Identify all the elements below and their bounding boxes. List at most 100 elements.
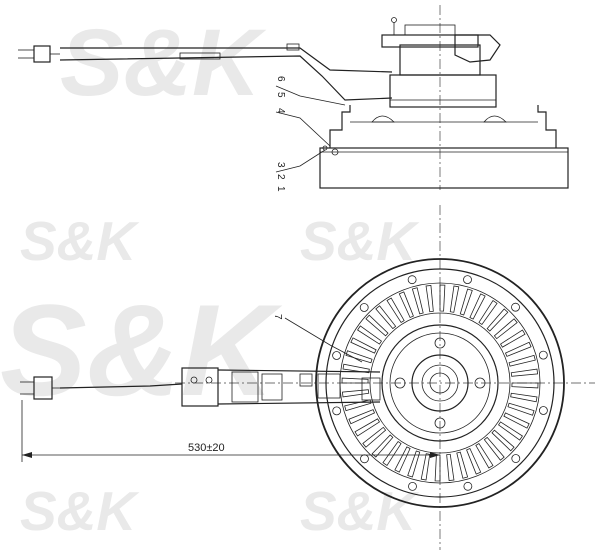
- cooling-fin: [371, 434, 394, 458]
- cooling-fin: [466, 447, 482, 475]
- cooling-fin: [398, 291, 414, 319]
- cooling-fin: [510, 368, 539, 377]
- callout-leader: [275, 111, 331, 147]
- left-seal: [371, 115, 395, 123]
- cooling-fin: [354, 418, 380, 437]
- cooling-fin: [510, 392, 538, 403]
- callout-5: 5: [275, 92, 286, 98]
- outer-bolt: [360, 454, 369, 464]
- cooling-fin: [475, 443, 494, 469]
- bracket-segment: [231, 371, 259, 403]
- vent-screw: [391, 17, 397, 23]
- fin-ring-inner: [369, 312, 511, 454]
- cooling-fin: [497, 421, 524, 441]
- inner-bolt: [474, 377, 486, 389]
- outer-bolt: [463, 275, 472, 284]
- bracket-hole: [190, 376, 198, 384]
- outer-bolt: [538, 350, 548, 360]
- cooling-fin: [342, 363, 370, 374]
- callout-6: 6: [275, 76, 286, 82]
- bolt: [331, 148, 339, 156]
- cooling-fin: [456, 451, 469, 479]
- cable: [59, 383, 183, 389]
- callout-7: 7: [272, 314, 283, 320]
- cooling-fin: [500, 329, 526, 348]
- watermark-logo: S&K: [20, 210, 140, 272]
- callout-1: 1: [275, 186, 286, 192]
- watermark-logo: S&K: [0, 277, 283, 423]
- bracket-arm-top: [60, 47, 393, 73]
- cooling-fin: [478, 299, 498, 326]
- bracket-block: [181, 367, 219, 407]
- outer-bolt: [359, 303, 369, 312]
- cooling-fin: [469, 293, 486, 320]
- cable-connector: [33, 45, 51, 63]
- inner-bolt: [434, 417, 446, 429]
- cooling-fin: [348, 409, 376, 425]
- outer-bolt: [407, 275, 417, 285]
- inner-bolt: [394, 377, 406, 389]
- cooling-fin: [425, 284, 434, 313]
- callout-3: 3: [275, 162, 286, 168]
- outer-bolt: [539, 406, 548, 415]
- cooling-fin: [449, 285, 460, 313]
- callout-4: 4: [275, 108, 286, 114]
- cooling-fin: [434, 454, 441, 482]
- inner-bolts: [394, 337, 486, 429]
- right-seal: [483, 115, 507, 123]
- left-shoulder: [329, 105, 351, 148]
- dimension-arrow-right: [430, 452, 440, 458]
- hub: [399, 44, 481, 76]
- cooling-fin: [362, 426, 387, 448]
- cooling-fin: [503, 412, 530, 429]
- cooling-fin: [420, 453, 431, 481]
- clutch-face-ring: [389, 332, 491, 434]
- cooling-fin: [386, 297, 405, 323]
- outer-bolt: [408, 482, 417, 491]
- cooling-fin: [493, 318, 518, 340]
- cooling-fin: [504, 341, 532, 357]
- side-view: 6 5 4 3 2 1: [18, 17, 569, 192]
- bracket-clip: [299, 373, 313, 387]
- fan-body: [319, 147, 569, 189]
- hub-center: [421, 364, 459, 402]
- right-shoulder: [537, 105, 557, 148]
- fan-outer-ring-inner: [325, 268, 555, 498]
- callout-2: 2: [275, 174, 286, 180]
- outer-bolt: [511, 302, 520, 312]
- cooling-fin: [341, 389, 370, 398]
- cooling-fin: [341, 377, 369, 384]
- cooling-fin: [446, 453, 455, 482]
- hub-bore: [429, 372, 451, 394]
- cooling-fin: [508, 354, 536, 367]
- watermark-logo: S&K: [20, 480, 140, 542]
- callout-leader: [275, 85, 346, 106]
- cooling-fin: [356, 325, 383, 345]
- cooling-fin: [344, 399, 372, 412]
- fan-outer-ring: [315, 258, 565, 508]
- watermark-logo: S&K: [300, 480, 420, 542]
- bracket-hole: [205, 376, 213, 384]
- outer-bolt: [332, 406, 342, 416]
- bracket-arm-bottom: [217, 401, 381, 405]
- cooling-fin: [345, 350, 373, 364]
- cooling-fin: [365, 314, 389, 337]
- hub-section: [454, 34, 501, 63]
- cooling-fins: [341, 284, 539, 482]
- bracket-segment: [261, 373, 283, 401]
- cooling-fin: [350, 337, 377, 354]
- inner-bolt: [434, 337, 446, 349]
- cooling-fin: [407, 450, 421, 478]
- watermark-logo: S&K: [300, 210, 420, 272]
- cooling-fin: [511, 382, 539, 389]
- bracket-segment: [317, 373, 341, 399]
- outer-bolt: [511, 454, 521, 463]
- cooling-fin: [394, 446, 411, 473]
- bracket-tab: [179, 52, 221, 60]
- dimension-arrow-left: [22, 452, 32, 458]
- outer-bolt: [463, 481, 473, 491]
- outer-bolt: [332, 351, 341, 360]
- bracket-mount: [361, 377, 381, 401]
